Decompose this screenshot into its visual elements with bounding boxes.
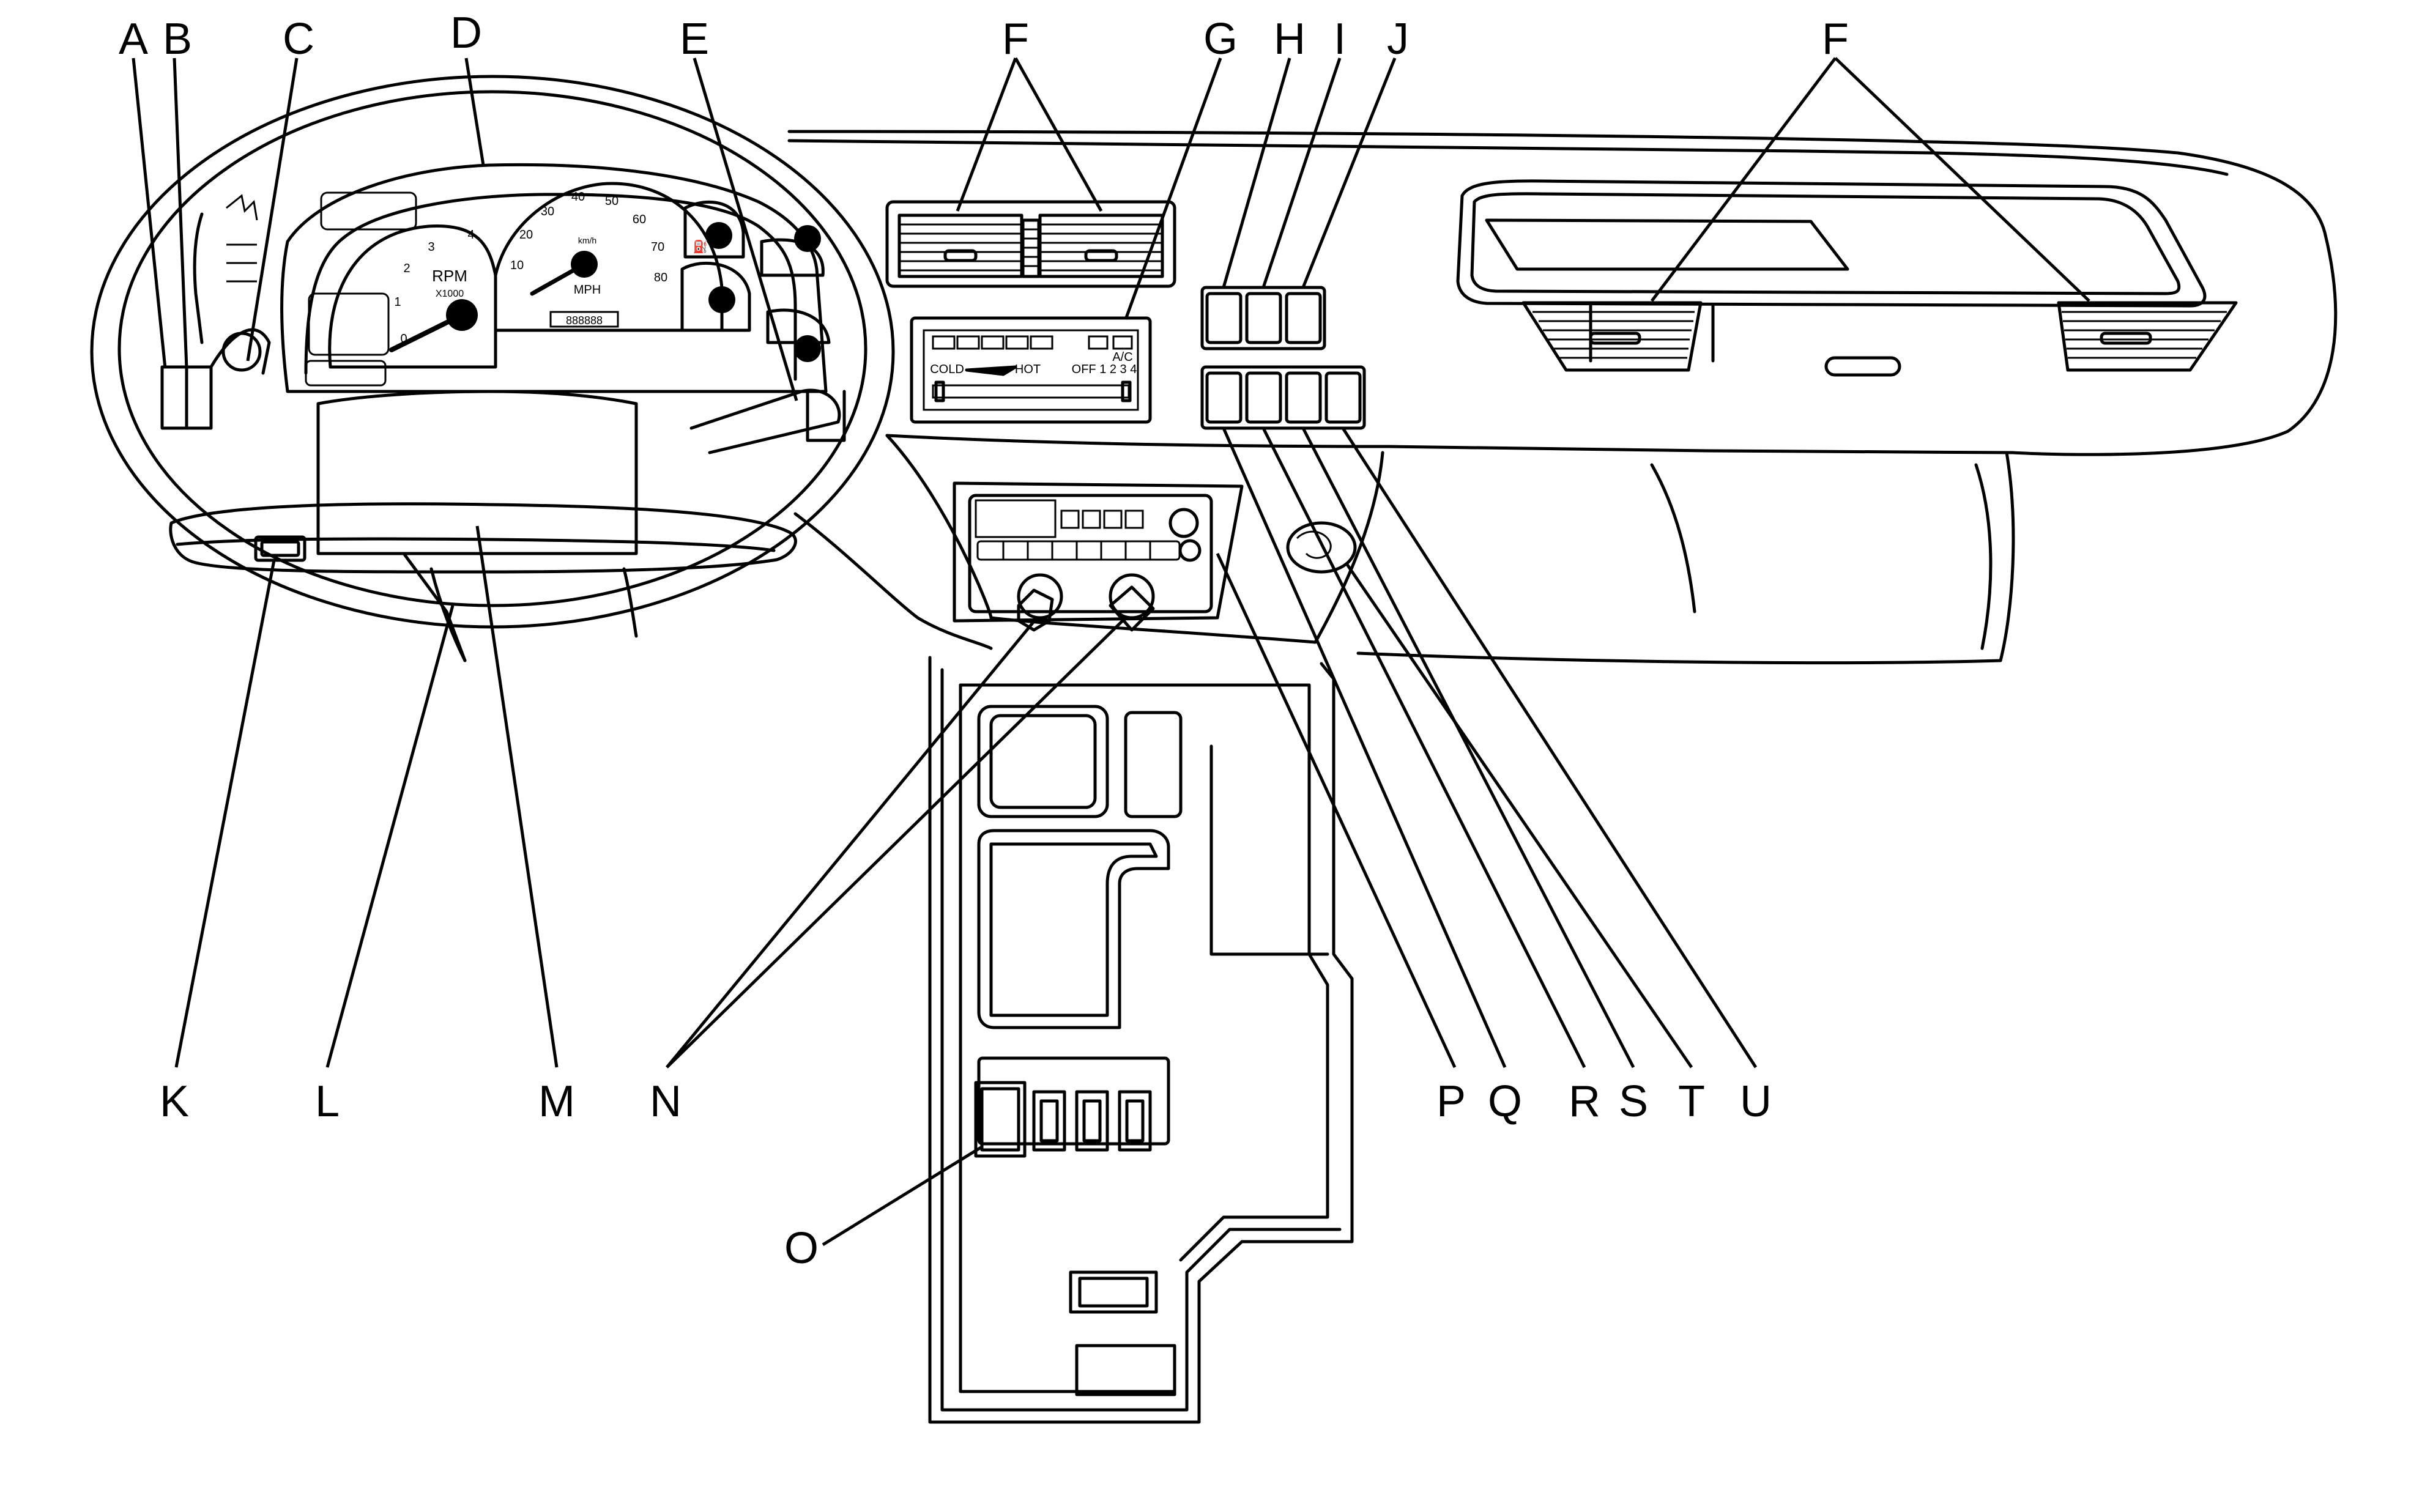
passenger-air-vent-left[interactable] [1521, 301, 1703, 372]
callout-label-e: E [680, 15, 709, 64]
callout-label-a: A [119, 15, 148, 64]
callout-label-i: I [1334, 15, 1346, 64]
lower-switch-bank[interactable] [1200, 365, 1366, 430]
instrument-cluster [280, 163, 828, 393]
rpm-tick-2: 2 [403, 262, 410, 275]
callout-label-j: J [1387, 15, 1409, 64]
callout-label-c: C [283, 15, 314, 64]
rpm-tick-0: 0 [400, 332, 407, 346]
speed-tick-50: 50 [605, 195, 619, 208]
speed-tick-10: 10 [510, 259, 524, 272]
speed-tick-40: 40 [571, 190, 585, 204]
callout-label-l: L [315, 1077, 340, 1126]
speedometer-unit-label: MPH [574, 283, 601, 297]
passenger-air-vent-right[interactable] [2057, 301, 2238, 372]
fuel-gauge: ⛽ [683, 200, 745, 259]
callout-label-b: B [163, 15, 192, 64]
coolant-temperature-gauge [766, 308, 831, 362]
speed-tick-30: 30 [541, 205, 554, 218]
speed-tick-70: 70 [651, 240, 664, 254]
callout-label-k: K [160, 1077, 189, 1126]
callout-label-r: R [1569, 1077, 1600, 1126]
speed-tick-80: 80 [654, 271, 667, 284]
audio-system-radio[interactable] [953, 481, 1244, 632]
ac-label: A/C [1112, 350, 1132, 364]
headlamp-switch-area[interactable] [160, 194, 271, 430]
callout-label-f-passenger: F [1822, 15, 1849, 64]
speedometer-metric-label: km/h [578, 235, 596, 245]
upper-switch-bank[interactable] [1200, 286, 1326, 350]
speed-tick-60: 60 [633, 213, 646, 226]
callout-labels: A B C D E F G H I J F K L M N O P Q R S … [119, 9, 1849, 1273]
rpm-tick-4: 4 [467, 228, 474, 242]
odometer-display: 888888 [566, 314, 603, 327]
callout-label-h: H [1274, 15, 1306, 64]
callout-label-u: U [1740, 1077, 1772, 1126]
steering-wheel-switch[interactable] [254, 535, 306, 562]
center-air-vents[interactable] [885, 200, 1176, 288]
callout-label-f-center: F [1002, 15, 1029, 64]
speedometer: MPH km/h 10 20 30 40 50 60 70 80 888888 [494, 182, 724, 332]
tachometer: RPM X1000 0 1 2 3 4 [328, 224, 497, 369]
center-console [928, 656, 1354, 1424]
fan-speed-label: OFF 1 2 3 4 [1072, 363, 1137, 376]
climate-control-panel[interactable]: A/C COLD HOT OFF 1 2 3 4 [910, 316, 1152, 424]
callout-label-t: T [1678, 1077, 1705, 1126]
tachometer-scale-label: X1000 [436, 289, 464, 299]
oil-pressure-gauge [680, 261, 751, 332]
voltmeter-gauge [760, 225, 825, 277]
cold-label: COLD [930, 363, 964, 376]
callout-label-q: Q [1488, 1077, 1522, 1126]
ashtray-lighter[interactable] [1286, 521, 1357, 574]
callout-label-p: P [1436, 1077, 1466, 1126]
rpm-tick-1: 1 [394, 295, 401, 309]
tachometer-rpm-label: RPM [432, 267, 467, 285]
callout-lines [132, 57, 2090, 1247]
callout-label-m: M [538, 1077, 575, 1126]
speed-tick-20: 20 [519, 228, 533, 242]
fuel-gauge-icon: ⛽ [693, 239, 708, 254]
callout-label-d: D [450, 9, 482, 57]
hot-label: HOT [1015, 363, 1041, 376]
turn-signal-lever[interactable] [689, 388, 846, 454]
warning-lights-panel [305, 191, 417, 387]
callout-label-o: O [784, 1224, 819, 1273]
rpm-tick-3: 3 [428, 240, 434, 254]
console-switch-bank[interactable] [974, 1081, 1152, 1158]
callout-label-g: G [1203, 15, 1238, 64]
callout-label-s: S [1619, 1077, 1648, 1126]
passenger-dash-panel [1456, 179, 2207, 377]
callout-label-n: N [650, 1077, 682, 1126]
